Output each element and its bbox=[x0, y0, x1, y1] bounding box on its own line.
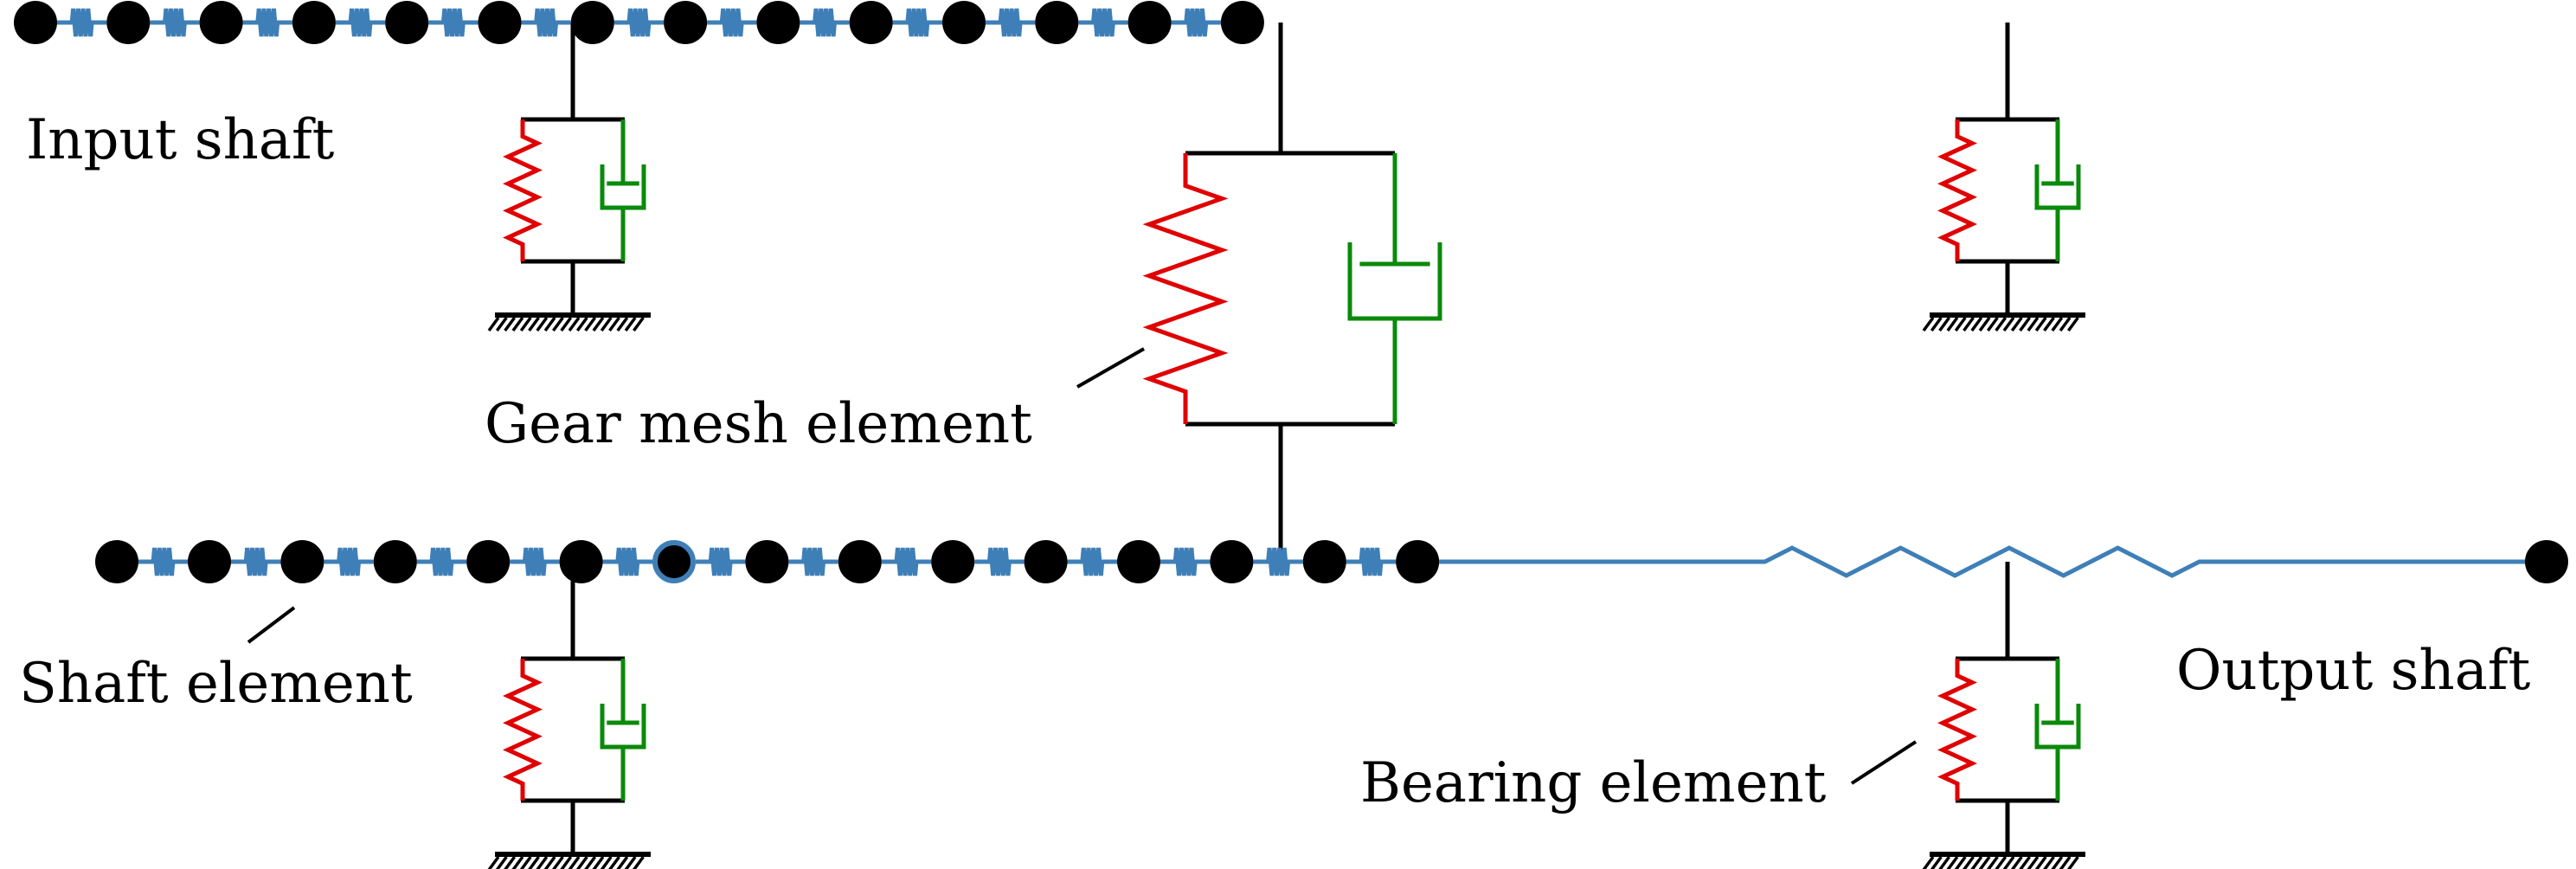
output-shaft-spring-icon-8 bbox=[881, 547, 932, 576]
connecting-lines bbox=[247, 23, 2059, 854]
input-shaft-spring-icon-6 bbox=[613, 8, 665, 37]
output-shaft-spring-icon-13 bbox=[1346, 547, 1397, 576]
bearing-element-label: Bearing element bbox=[1360, 751, 1827, 815]
input-shaft-node-icon-7 bbox=[664, 1, 708, 44]
output-shaft-node-icon-7 bbox=[745, 540, 789, 583]
output-shaft-spring-icon-10 bbox=[1067, 547, 1117, 576]
output-shaft-node-icon-10 bbox=[1024, 540, 1068, 583]
shaft-element-leader-line bbox=[247, 606, 296, 644]
output-shaft-label: Output shaft bbox=[2176, 639, 2531, 703]
gear-mesh-damper-icon bbox=[1347, 153, 1442, 424]
output-shaft-spring-icon-11 bbox=[1160, 547, 1211, 576]
input-shaft-node-icon-0 bbox=[14, 1, 57, 44]
bearing-element-leader-line bbox=[1850, 740, 1918, 785]
input-shaft-node-icon-2 bbox=[199, 1, 243, 44]
input-shaft-node-icon-12 bbox=[1127, 1, 1172, 44]
output-shaft-node-icon-9 bbox=[931, 540, 975, 583]
bearing-3-damper-icon bbox=[600, 659, 646, 801]
bearing-4-spring-icon bbox=[1937, 659, 1978, 801]
bearing-2-spring-icon bbox=[1937, 119, 1978, 261]
springs bbox=[57, 8, 2525, 801]
input-shaft-spring-icon-3 bbox=[335, 8, 386, 37]
bearing-1-ground-icon bbox=[487, 312, 651, 332]
output-shaft-spring-icon-9 bbox=[974, 547, 1025, 576]
bearing-3-spring-icon bbox=[502, 659, 543, 801]
input-shaft-spring-icon-7 bbox=[707, 8, 757, 37]
output-shaft-node-icon-15 bbox=[2525, 540, 2568, 583]
input-shaft-node-icon-11 bbox=[1035, 1, 1079, 44]
input-shaft-node-icon-5 bbox=[478, 1, 522, 44]
output-shaft-node-icon-8 bbox=[838, 540, 882, 583]
input-shaft-spring-icon-10 bbox=[986, 8, 1036, 37]
bearing-2-ground-icon bbox=[1922, 312, 2085, 332]
output-shaft-spring-icon-4 bbox=[510, 547, 560, 576]
output-shaft-node-icon-1 bbox=[188, 540, 231, 583]
output-shaft-node-icon-12 bbox=[1210, 540, 1254, 583]
output-shaft-node-icon-6 bbox=[652, 540, 696, 583]
output-shaft-node-icon-0 bbox=[95, 540, 138, 583]
bearing-2-damper-icon bbox=[2034, 119, 2081, 261]
input-shaft-spring-icon-5 bbox=[521, 8, 571, 37]
input-shaft-spring-icon-2 bbox=[242, 8, 292, 37]
output-shaft-node-icon-3 bbox=[373, 540, 417, 583]
gear-mesh-element-label: Gear mesh element bbox=[485, 392, 1032, 456]
input-shaft-spring-icon-4 bbox=[428, 8, 479, 37]
bearing-4-damper-icon bbox=[2034, 659, 2081, 801]
output-shaft-node-icon-11 bbox=[1117, 540, 1160, 583]
input-shaft-node-icon-1 bbox=[106, 1, 151, 44]
output-shaft-node-icon-13 bbox=[1302, 540, 1346, 583]
input-shaft-node-icon-4 bbox=[385, 1, 429, 44]
output-shaft-node-icon-4 bbox=[466, 540, 511, 583]
input-shaft-node-icon-8 bbox=[756, 1, 800, 44]
nodes bbox=[14, 1, 2568, 583]
output-shaft-spring-icon-1 bbox=[231, 547, 281, 576]
output-shaft-spring-icon-5 bbox=[602, 547, 652, 576]
bearing-3-ground-icon bbox=[487, 852, 651, 869]
input-shaft-spring-icon-11 bbox=[1078, 8, 1128, 37]
input-shaft-node-icon-3 bbox=[292, 1, 336, 44]
output-shaft-spring-icon-2 bbox=[324, 547, 374, 576]
input-shaft-spring-icon-9 bbox=[892, 8, 942, 37]
output-shaft-node-icon-5 bbox=[559, 540, 603, 583]
input-shaft-spring-icon-8 bbox=[800, 8, 850, 37]
shaft-element-label: Shaft element bbox=[19, 652, 413, 716]
input-shaft-node-icon-6 bbox=[570, 1, 614, 44]
gear-mesh-leader-line bbox=[1076, 347, 1145, 389]
grounds bbox=[487, 312, 2085, 869]
bearing-4-ground-icon bbox=[1922, 852, 2085, 869]
bearing-1-damper-icon bbox=[600, 119, 646, 261]
dampers bbox=[600, 119, 2081, 801]
input-shaft-spring-icon-1 bbox=[150, 8, 200, 37]
output-shaft-spring-icon-0 bbox=[138, 547, 188, 576]
input-shaft-node-icon-9 bbox=[849, 1, 893, 44]
output-shaft-spring-icon-14 bbox=[1439, 545, 2525, 578]
output-shaft-node-icon-2 bbox=[280, 540, 324, 583]
gear-mesh-spring-icon bbox=[1142, 153, 1229, 424]
input-shaft-label: Input shaft bbox=[26, 108, 335, 172]
input-shaft-node-icon-13 bbox=[1220, 1, 1264, 44]
input-shaft-spring-icon-12 bbox=[1171, 8, 1221, 37]
output-shaft-spring-icon-3 bbox=[416, 547, 467, 576]
output-shaft-spring-icon-6 bbox=[696, 547, 746, 576]
input-shaft-node-icon-10 bbox=[942, 1, 986, 44]
output-shaft-spring-icon-12 bbox=[1253, 547, 1303, 576]
input-shaft-spring-icon-0 bbox=[57, 8, 107, 37]
output-shaft-node-icon-14 bbox=[1396, 540, 1440, 583]
bearing-1-spring-icon bbox=[502, 119, 543, 261]
output-shaft-spring-icon-7 bbox=[788, 547, 838, 576]
